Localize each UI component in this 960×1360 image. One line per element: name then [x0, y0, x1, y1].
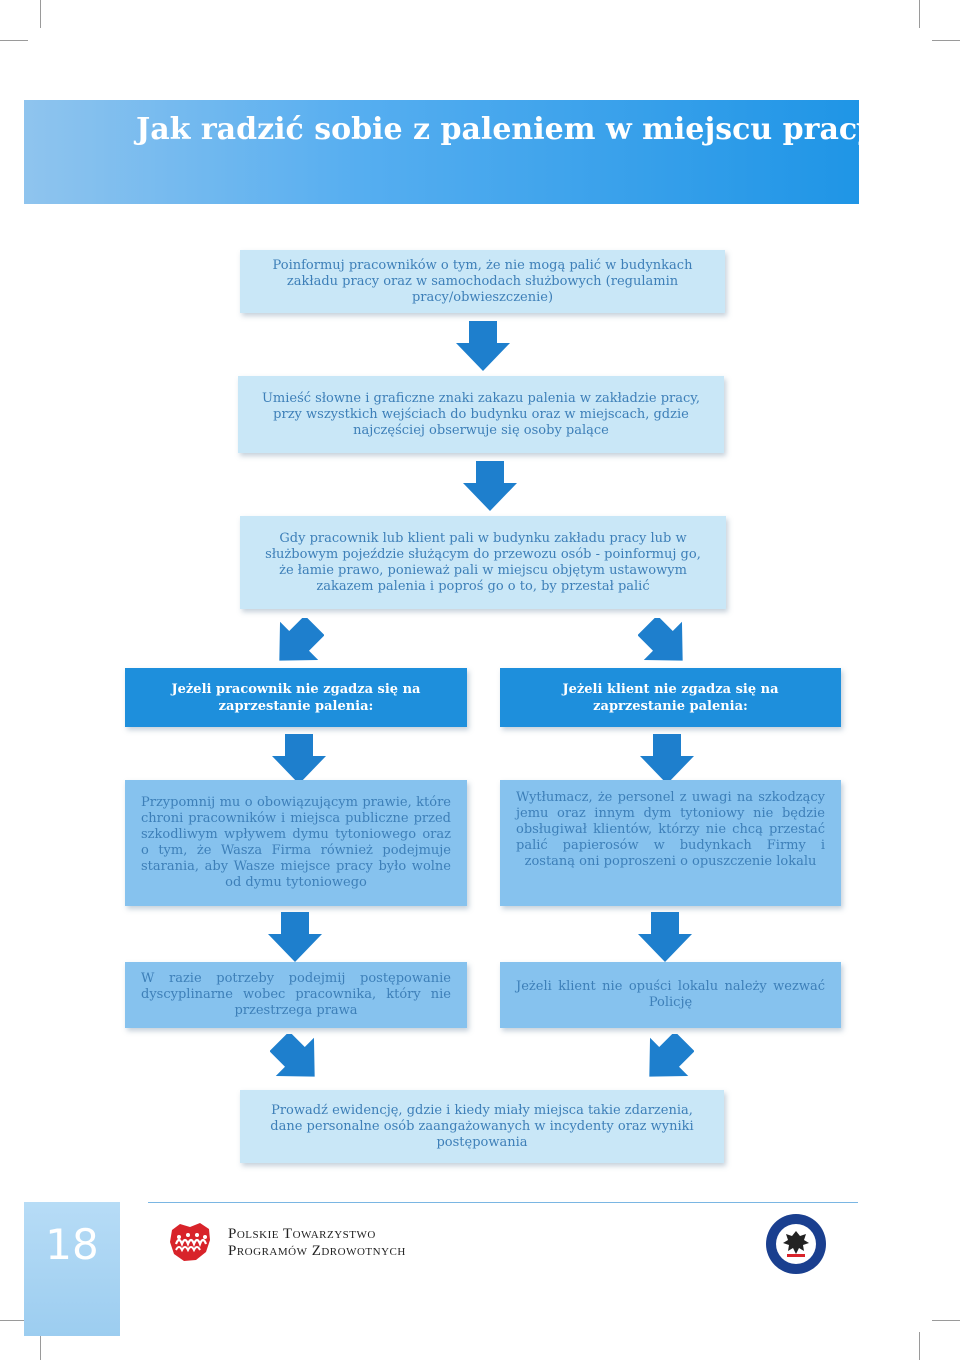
- branch-employee-header: Jeżeli pracownik nie zgadza się na zaprz…: [125, 668, 467, 727]
- org-name: Polskie Towarzystwo Programów Zdrowotnyc…: [228, 1226, 406, 1260]
- arrow-diagonal-right-icon: [270, 1034, 315, 1077]
- crop-mark: [40, 1332, 41, 1360]
- branch-client-header: Jeżeli klient nie zgadza się na zaprzest…: [500, 668, 841, 727]
- crop-mark: [932, 1320, 960, 1321]
- step-text: Poinformuj pracowników o tym, że nie mog…: [272, 257, 693, 305]
- page-number-box: 18: [24, 1202, 120, 1336]
- step-ask-to-stop: Gdy pracownik lub klient pali w budynku …: [240, 516, 726, 609]
- arrow-diagonal-right-icon: [638, 618, 683, 661]
- step-text: Przypomnij mu o obowiązującym prawie, kt…: [141, 795, 451, 890]
- step-call-police: Jeżeli klient nie opuści lokalu należy w…: [500, 962, 841, 1028]
- step-text: Prowadź ewidencję, gdzie i kiedy miały m…: [270, 1102, 694, 1150]
- arrow-diagonal-left-icon: [649, 1034, 694, 1077]
- step-text: Umieść słowne i graficzne znaki zakazu p…: [261, 390, 701, 438]
- sanitary-inspection-seal-icon: [766, 1214, 826, 1274]
- org-name-line2: Programów Zdrowotnych: [228, 1243, 406, 1259]
- arrow-diagonal-left-icon: [279, 618, 324, 661]
- step-keep-records: Prowadź ewidencję, gdzie i kiedy miały m…: [240, 1090, 724, 1163]
- step-disciplinary: W razie potrzeby podejmij postępowanie d…: [125, 962, 467, 1028]
- ptpz-logo-icon: [170, 1223, 210, 1261]
- arrow-down-icon: [640, 734, 694, 784]
- arrow-down-icon: [456, 321, 510, 371]
- crop-mark: [919, 0, 920, 28]
- footer-divider: [148, 1202, 858, 1203]
- branch-header-text: Jeżeli klient nie zgadza się na zaprzest…: [562, 681, 779, 714]
- step-text: W razie potrzeby podejmij postępowanie d…: [141, 971, 451, 1018]
- step-text: Gdy pracownik lub klient pali w budynku …: [265, 530, 701, 594]
- arrow-down-icon: [463, 461, 517, 511]
- step-remind-law: Przypomnij mu o obowiązującym prawie, kt…: [125, 780, 467, 906]
- step-place-signs: Umieść słowne i graficzne znaki zakazu p…: [238, 376, 724, 453]
- org-name-line1: Polskie Towarzystwo: [228, 1226, 376, 1242]
- crop-mark: [932, 40, 960, 41]
- crop-mark: [0, 1320, 28, 1321]
- step-text: Wytłumacz, że personel z uwagi na szkodz…: [516, 790, 825, 869]
- step-text: Jeżeli klient nie opuści lokalu należy w…: [516, 979, 825, 1010]
- crop-mark: [0, 40, 28, 41]
- arrow-down-icon: [272, 734, 326, 784]
- crop-mark: [919, 1332, 920, 1360]
- branch-header-text: Jeżeli pracownik nie zgadza się na zaprz…: [171, 681, 421, 714]
- crop-mark: [40, 0, 41, 28]
- arrow-down-icon: [268, 912, 322, 962]
- header-banner: Jak radzić sobie z paleniem w miejscu pr…: [24, 100, 875, 204]
- arrow-down-icon: [638, 912, 692, 962]
- step-inform-employees: Poinformuj pracowników o tym, że nie mog…: [240, 250, 725, 313]
- page-number: 18: [45, 1220, 99, 1269]
- step-explain-service: Wytłumacz, że personel z uwagi na szkodz…: [500, 780, 841, 906]
- page-title: Jak radzić sobie z paleniem w miejscu pr…: [136, 112, 875, 147]
